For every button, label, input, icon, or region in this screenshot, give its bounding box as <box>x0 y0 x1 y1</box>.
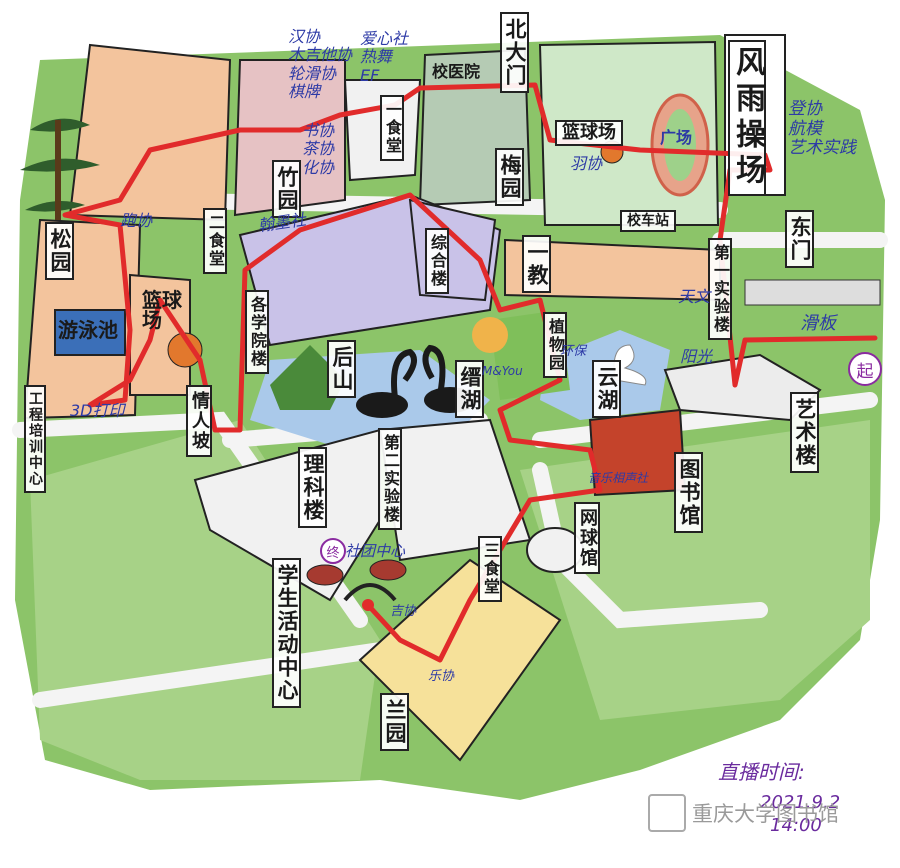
white-swan <box>613 344 647 386</box>
watermark-text: 重庆大学图书馆 <box>692 802 839 826</box>
club-skateboard-label: 滑板 <box>800 313 836 334</box>
club-calligraphy-label: 书协 茶协 化协 <box>302 121 335 177</box>
club-center-label: 社团中心 <box>345 542 406 560</box>
club-yangguang-label: 阳光 <box>680 347 713 366</box>
plum-garden-area <box>418 48 532 207</box>
club-badminton-label: 羽协 <box>570 154 603 173</box>
bamboo-garden-area <box>233 59 346 217</box>
club-han-label: 汉协 木吉他协 轮滑协 棋牌 <box>288 27 353 102</box>
club-dance-label: 乐协 <box>428 669 455 684</box>
route-end-marker: 终 <box>320 538 346 564</box>
back-hill-shape <box>270 345 345 410</box>
tennis-hall-shape <box>526 527 584 573</box>
club-guitar-label: 吉协 <box>390 604 417 619</box>
club-aviation-label: 登协 航模 艺术实践 <box>788 99 856 159</box>
club-run-label: 跑协 <box>120 211 153 230</box>
club-3d-print-label: 3D打印 <box>70 401 125 420</box>
live-time: 14:00 <box>770 815 822 836</box>
route-start-marker: 起 <box>848 352 882 386</box>
pine-garden-dorms <box>68 43 232 222</box>
club-myou-label: M&You <box>482 364 523 378</box>
club-gongyi-label: 环保 <box>560 344 587 359</box>
pine-tree <box>20 118 100 220</box>
club-love-label: 爱心社 热舞 EF <box>360 29 409 85</box>
route-end-dot <box>362 599 374 611</box>
swimming-pool-shape <box>54 309 126 356</box>
live-time-label: 直播时间: <box>718 760 805 784</box>
live-date: 2021.9.2 <box>760 792 841 813</box>
club-tiantai-label: 天文 <box>678 287 711 306</box>
east-gate-shape <box>744 279 881 306</box>
orchid-garden-area <box>358 558 562 762</box>
running-track-inner <box>664 109 696 181</box>
golden-tree <box>472 317 508 353</box>
live-route <box>62 82 878 663</box>
watermark-logo-icon <box>648 794 686 832</box>
club-center-drums <box>306 559 407 602</box>
club-music-label: 音乐相声社 <box>588 471 649 485</box>
